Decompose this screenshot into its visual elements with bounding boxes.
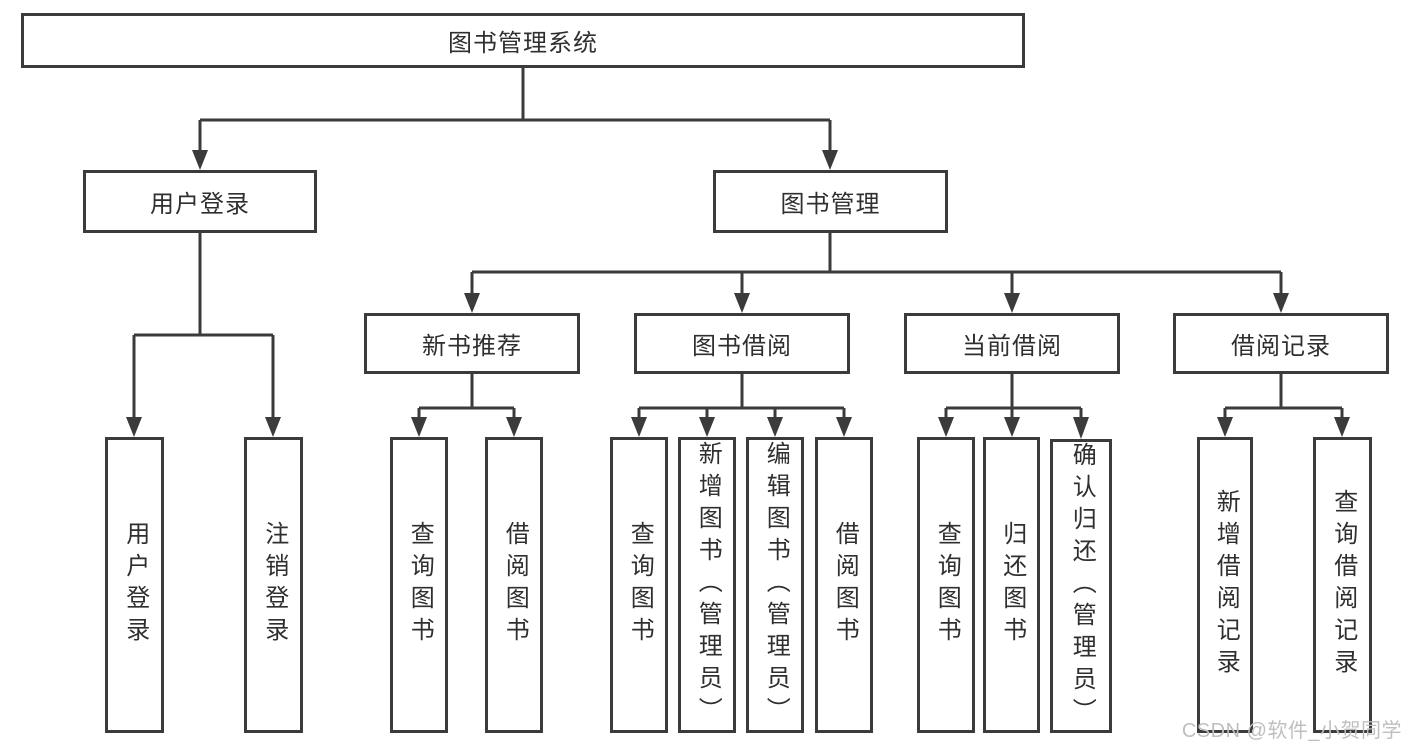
leaf-borrow-add-books-admin: 新增图书（管理员） (678, 437, 736, 733)
leaf-newbook-borrow-books: 借阅图书 (485, 437, 543, 733)
node-root-library-system: 图书管理系统 (21, 13, 1025, 68)
leaf-record-query-borrow-record: 查询借阅记录 (1313, 437, 1372, 733)
arrow-to-leaf-br-query (1334, 417, 1350, 437)
node-new-book-recommend: 新书推荐 (364, 313, 580, 374)
arrow-to-leaf-cb-query (938, 417, 954, 437)
leaf-newbook-query-books: 查询图书 (390, 437, 448, 733)
connector-book-mgmt-to-level3 (470, 233, 1283, 295)
node-current-borrow: 当前借阅 (904, 313, 1120, 374)
arrow-to-leaf-nb-query (411, 417, 427, 437)
arrow-to-leaf-bb-borrow (836, 417, 852, 437)
arrow-to-leaf-bb-edit (767, 417, 783, 437)
arrow-to-leaf-nb-borrow (506, 417, 522, 437)
arrow-to-leaf-cb-confirm (1073, 417, 1089, 439)
leaf-borrow-borrow-books: 借阅图书 (815, 437, 873, 733)
leaf-user-login: 用户登录 (105, 437, 164, 733)
connector-user-login-to-leaves (132, 233, 275, 419)
connector-borrow-record-to-leaves (1223, 373, 1344, 419)
node-borrow-record: 借阅记录 (1173, 313, 1389, 374)
arrow-to-leaf-user-login (126, 417, 142, 437)
arrow-to-borrow-record (1273, 293, 1289, 313)
connector-current-borrow-to-leaves (944, 373, 1083, 419)
arrow-to-leaf-logout (265, 417, 281, 437)
arrow-to-leaf-bb-query (631, 417, 647, 437)
connector-root-to-level2 (198, 68, 832, 152)
leaf-current-query-books: 查询图书 (917, 437, 975, 733)
csdn-watermark: CSDN @软件_小贺同学 (1181, 720, 1402, 742)
arrow-to-leaf-cb-return (1004, 417, 1020, 437)
node-book-borrow: 图书借阅 (634, 313, 850, 374)
leaf-borrow-query-books: 查询图书 (610, 437, 668, 733)
node-user-login: 用户登录 (83, 170, 317, 233)
arrow-to-new-book (464, 293, 480, 313)
arrow-to-leaf-bb-add (699, 417, 715, 437)
connector-new-book-to-leaves (417, 373, 516, 419)
leaf-logout: 注销登录 (244, 437, 303, 733)
leaf-record-add-borrow-record: 新增借阅记录 (1197, 437, 1253, 733)
arrow-to-current-borrow (1004, 293, 1020, 313)
arrow-to-user-login (192, 150, 208, 170)
arrow-to-book-borrow (734, 293, 750, 313)
leaf-current-confirm-return-admin: 确认归还（管理员） (1050, 439, 1112, 733)
arrow-to-leaf-br-add (1217, 417, 1233, 437)
node-book-management: 图书管理 (713, 170, 948, 233)
arrow-to-book-mgmt (822, 150, 838, 170)
leaf-current-return-books: 归还图书 (983, 437, 1040, 733)
connector-book-borrow-to-leaves (637, 373, 846, 419)
leaf-borrow-edit-books-admin: 编辑图书（管理员） (746, 437, 804, 733)
